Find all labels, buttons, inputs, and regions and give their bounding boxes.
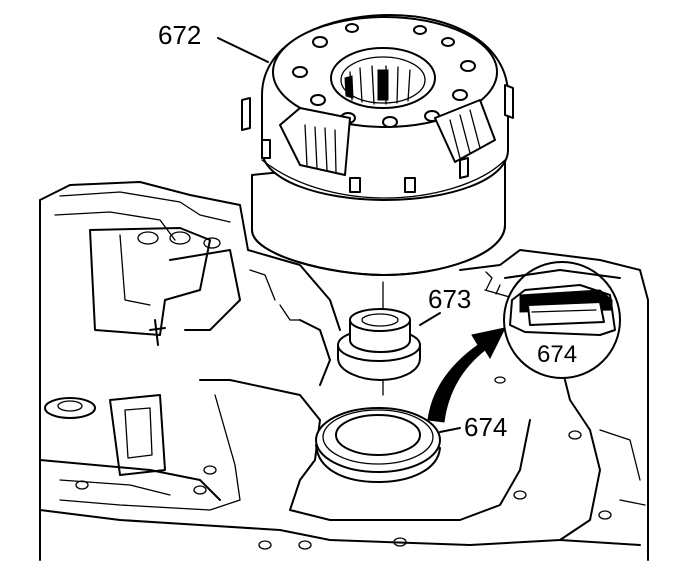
detail-arrow bbox=[427, 327, 506, 423]
callout-673: 673 bbox=[428, 284, 471, 314]
transmission-case bbox=[39, 181, 649, 561]
leader-line-672 bbox=[217, 37, 269, 63]
detail-view-674 bbox=[503, 261, 621, 379]
leader-line-673 bbox=[419, 312, 441, 326]
drum-assembly-672 bbox=[241, 14, 514, 276]
callout-672: 672 bbox=[158, 20, 201, 50]
seal-674 bbox=[315, 407, 441, 483]
callout-674: 674 bbox=[464, 412, 507, 442]
leader-line-674 bbox=[439, 427, 461, 433]
bushing-673 bbox=[337, 308, 421, 381]
break-mark bbox=[485, 271, 501, 295]
callout-674-detail: 674 bbox=[537, 341, 577, 368]
